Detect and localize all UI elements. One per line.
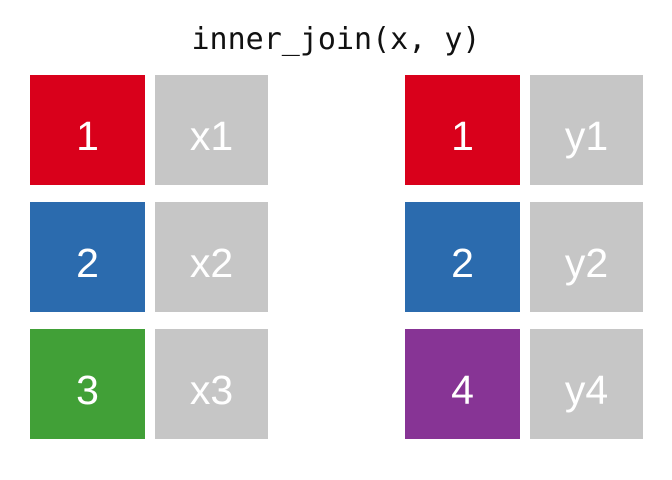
value-cell-label: x1	[189, 113, 234, 159]
key-cell-label: 1	[451, 113, 474, 159]
key-cell: 1	[405, 75, 520, 185]
value-cell: y1	[530, 75, 643, 185]
key-cell-label: 2	[451, 240, 474, 286]
table-row: 4 y4	[405, 329, 643, 439]
table-x: 1 x1 2 x2 3 x3	[30, 75, 268, 439]
page-title: inner_join(x, y)	[191, 22, 481, 57]
value-cell: x3	[155, 329, 268, 439]
value-cell: x2	[155, 202, 268, 312]
value-cell: y2	[530, 202, 643, 312]
key-cell: 2	[30, 202, 145, 312]
key-cell: 4	[405, 329, 520, 439]
value-cell-label: y4	[564, 367, 609, 413]
value-cell-label: x3	[189, 367, 234, 413]
key-cell: 1	[30, 75, 145, 185]
table-row: 2 x2	[30, 202, 268, 312]
value-cell: y4	[530, 329, 643, 439]
table-row: 3 x3	[30, 329, 268, 439]
table-y: 1 y1 2 y2 4 y4	[405, 75, 643, 439]
value-cell-label: y2	[564, 240, 609, 286]
key-cell-label: 1	[76, 113, 99, 159]
table-row: 2 y2	[405, 202, 643, 312]
key-cell: 2	[405, 202, 520, 312]
table-row: 1 y1	[405, 75, 643, 185]
key-cell-label: 2	[76, 240, 99, 286]
value-cell-label: x2	[189, 240, 234, 286]
key-cell-label: 3	[76, 367, 99, 413]
key-cell-label: 4	[451, 367, 474, 413]
value-cell: x1	[155, 75, 268, 185]
table-row: 1 x1	[30, 75, 268, 185]
key-cell: 3	[30, 329, 145, 439]
value-cell-label: y1	[564, 113, 609, 159]
